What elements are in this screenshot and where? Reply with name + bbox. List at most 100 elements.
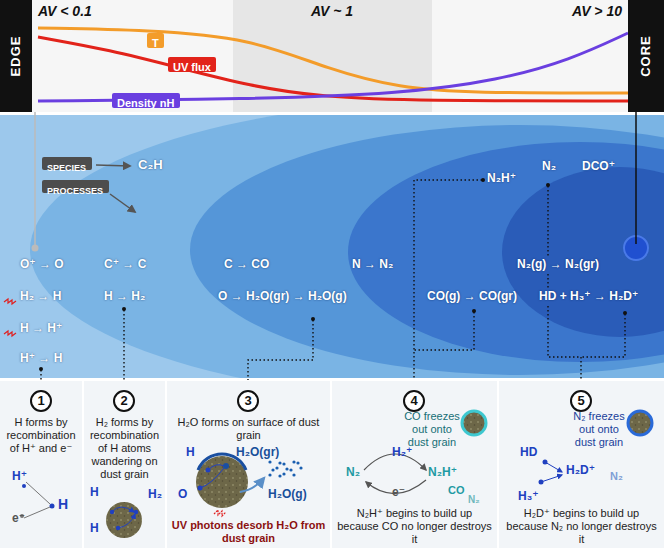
edge-bar: EDGE: [0, 0, 32, 112]
node-text: T: [147, 36, 164, 51]
callout-number-text: 5: [572, 393, 590, 408]
curve-tag: Density nH: [112, 93, 180, 108]
illustration-shape: [30, 115, 664, 378]
callout-number-text: 3: [239, 393, 257, 408]
illustration-shape: [541, 475, 562, 482]
illustration-shape: [472, 309, 476, 313]
node-text: UV flux: [168, 60, 216, 75]
callout-number: 5: [570, 390, 592, 412]
species-label: HD: [520, 446, 537, 460]
callout-number: 3: [237, 390, 259, 412]
vapor-dot: [278, 474, 281, 477]
illustration-shape: [311, 317, 315, 321]
chemistry-label: O → H₂O(gr) → H₂O(g): [218, 290, 347, 304]
illustration-shape: [0, 380, 664, 548]
vapor-dot: [282, 462, 285, 465]
vapor-dot: [282, 472, 285, 475]
vapor-dot: [299, 466, 302, 469]
node-text: SPECIES: [42, 162, 91, 175]
species-label: N₂: [468, 494, 480, 506]
illustration-shape: [248, 320, 313, 389]
illustration-shape: [32, 245, 39, 252]
illustration-shape: [481, 178, 485, 182]
species-label: O: [178, 488, 187, 502]
illustration-shape: [0, 381, 82, 548]
illustration-shape: [200, 468, 224, 488]
node-text: H forms by recombination of H⁺ and e⁻: [4, 416, 78, 455]
vapor-dot: [275, 466, 278, 469]
curve-tag: T: [147, 33, 164, 48]
illustration-shape: [41, 180, 625, 389]
species-label: N₂H⁺: [428, 466, 457, 480]
species-label: H: [90, 522, 99, 536]
species-label: e⁻: [392, 486, 405, 500]
illustration-shape: [414, 312, 474, 350]
curve-tag: UV flux: [168, 57, 216, 72]
chemistry-label: CO(g) → CO(gr): [427, 290, 517, 304]
process-panel: CO freezes out onto dust grainN₂H⁺ begin…: [332, 380, 497, 548]
callout-number: 2: [113, 390, 135, 412]
illustration-shape: [39, 178, 627, 371]
illustration-shape: [332, 381, 497, 548]
chemistry-label: H⁺ → H: [20, 352, 62, 366]
illustration-shape: [50, 504, 55, 509]
node-text: N₂ freezes out onto dust grain: [569, 410, 629, 449]
illustration-shape: [414, 180, 482, 389]
vapor-dot: [268, 460, 271, 463]
illustration-shape: [4, 299, 16, 304]
callout-number-text: 4: [405, 393, 423, 408]
species-label: H: [90, 486, 99, 500]
chemistry-label: N₂(g) → N₂(gr): [515, 258, 601, 272]
chemistry-label: C⁺ → C: [104, 258, 146, 272]
chemistry-label: HD + H₃⁺ → H₂D⁺: [537, 290, 640, 304]
chemistry-label: C₂H: [138, 158, 163, 173]
vapor-dot: [296, 461, 299, 464]
illustration-shape: [24, 507, 50, 518]
vapor-dot: [271, 468, 274, 471]
illustration-shape: [499, 381, 664, 548]
species-label: H₂D⁺: [566, 464, 595, 478]
node-text: EDGE: [8, 36, 23, 77]
node-text: H₂D⁺ begins to build up because N₂ no lo…: [503, 507, 660, 546]
illustration-shape: [106, 502, 142, 538]
extinction-label: AV < 0.1: [38, 3, 92, 19]
illustration-shape: [268, 460, 302, 477]
species-label: H₂⁺: [392, 446, 412, 460]
process-panel: H₂O forms on surface of dust grainUV pho…: [167, 380, 330, 548]
density-curve: [38, 33, 628, 101]
core-bar: CORE: [628, 0, 664, 112]
node-text: N₂H⁺ begins to build up because CO no lo…: [336, 507, 493, 546]
vapor-dot: [292, 473, 295, 476]
illustration-shape: [628, 411, 652, 435]
illustration-shape: [34, 112, 36, 245]
extinction-label: AV ~ 1: [311, 3, 353, 19]
vapor-dot: [268, 473, 271, 476]
illustration-shape: [110, 194, 135, 212]
species-label: H₃⁺: [518, 490, 539, 504]
species-label: N₂: [346, 466, 360, 480]
illustration-shape: [167, 381, 330, 548]
illustration-shape: [22, 484, 26, 488]
callout-number: 4: [403, 390, 425, 412]
node-text: Density nH: [112, 96, 179, 111]
illustration-shape: [122, 307, 126, 311]
illustration-shape: [502, 167, 664, 337]
illustration-shape: [123, 310, 124, 389]
illustration-shape: [96, 165, 130, 166]
callout-number-text: 1: [32, 393, 50, 408]
species-label: e⁻: [12, 512, 25, 526]
callout-number-text: 2: [115, 393, 133, 408]
illustration-shape: [240, 478, 264, 492]
illustration-shape: [623, 311, 627, 315]
illustration-shape: [548, 186, 581, 389]
illustration-shape: [196, 456, 248, 508]
chemistry-label: H → H⁺: [20, 322, 62, 336]
node-text: H₂O forms on surface of dust grain: [171, 416, 326, 442]
illustration-shape: [581, 314, 625, 357]
illustration-shape: [134, 510, 138, 514]
node-text: PROCESSES: [42, 185, 108, 198]
chemistry-label: H → H₂: [104, 290, 145, 304]
